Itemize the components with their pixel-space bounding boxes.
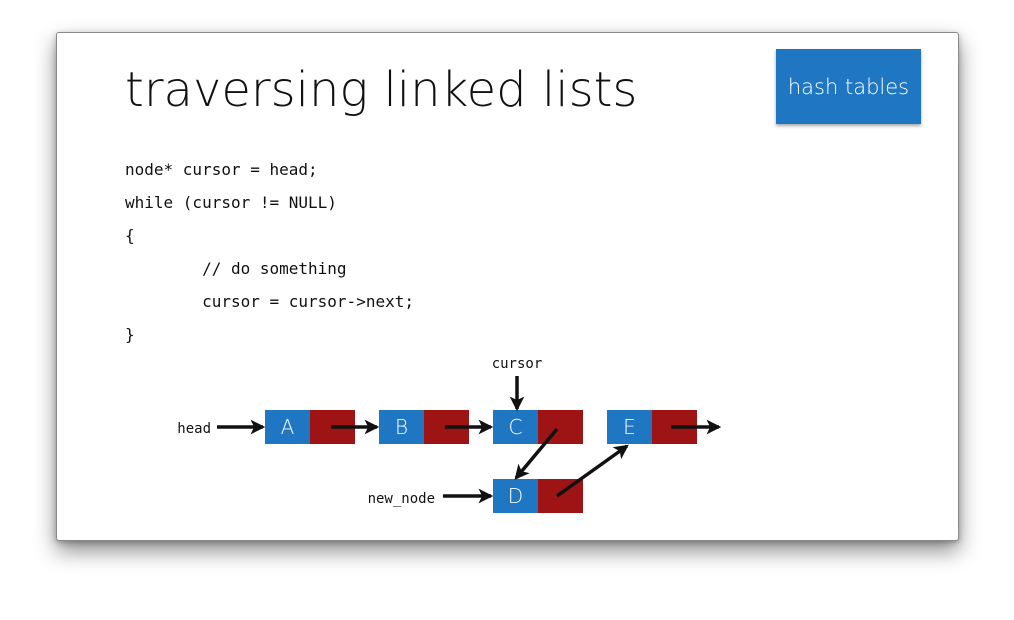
node-a-label: A [281,415,295,439]
new-node-label: new_node [368,491,435,507]
node-b: B [379,410,469,444]
hash-tables-button[interactable]: hash tables [776,49,921,124]
node-c-pointer-cell [538,410,583,444]
d-to-e-arrow [555,444,629,498]
code-block: node* cursor = head; while (cursor != NU… [125,153,414,351]
cursor-label: cursor [492,356,543,372]
code-line: cursor = cursor->next; [125,292,414,311]
code-line: // do something [125,259,347,278]
node-c: C [493,410,583,444]
node-e-value-cell [607,410,652,444]
node-c-label: C [509,415,523,439]
slide-title: traversing linked lists [125,62,638,118]
node-d: D [493,479,583,513]
node-c-value-cell [493,410,538,444]
code-line: while (cursor != NULL) [125,193,337,212]
node-b-value-cell [379,410,424,444]
slide: traversing linked lists hash tables node… [56,32,959,541]
code-line: } [125,325,135,344]
node-e-label: E [623,415,636,439]
head-label: head [177,421,211,437]
c-to-d-arrow [514,427,559,480]
code-line: { [125,226,135,245]
node-b-label: B [395,415,408,439]
linked-list-diagram: head cursor new_node A B C E [177,356,722,513]
node-a-value-cell [265,410,310,444]
node-d-label: D [508,484,523,508]
code-line: node* cursor = head; [125,160,318,179]
node-d-value-cell [493,479,538,513]
